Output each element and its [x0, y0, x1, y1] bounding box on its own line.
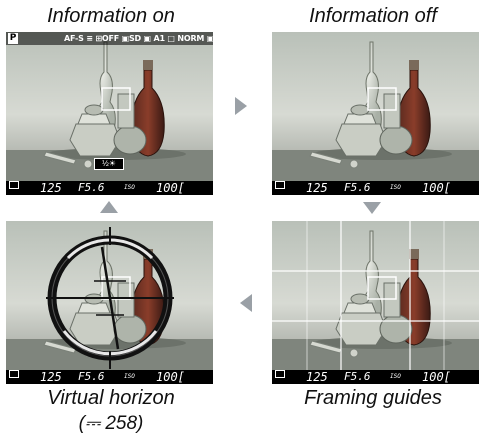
metering-icon	[9, 181, 19, 189]
live-view-image	[272, 221, 479, 371]
caption-information-off: Information off	[309, 5, 437, 27]
shutter-speed: 125	[40, 370, 62, 384]
exposure-count: 100[ 2.0]k	[156, 370, 185, 384]
live-view-image	[6, 221, 213, 371]
shutter-speed: 125	[306, 370, 328, 384]
shutter-speed: 125	[40, 181, 62, 195]
exposure-count: 100[ 2.0]k	[156, 181, 185, 195]
arrow-right-icon	[235, 97, 247, 115]
screen-information-on: P AF-S ≡ ⊞OFF ▣SD ▣ A1 □ NORM ▣ ½☀ 125 F…	[6, 32, 213, 195]
arrow-up-icon	[100, 201, 118, 213]
aperture: F5.6	[344, 181, 371, 194]
arrow-left-icon	[240, 294, 252, 312]
screen-information-off: 125 F5.6 ISO 100[ 2.0]k	[272, 32, 479, 195]
live-view-image	[272, 32, 479, 182]
screen-virtual-horizon: 125 F5.6 ISO 100[ 2.0]k	[6, 221, 213, 384]
status-icons: AF-S ≡ ⊞OFF ▣SD ▣ A1 □ NORM ▣	[64, 34, 213, 43]
info-bar: 125 F5.6 ISO 100[ 2.0]k	[272, 370, 479, 384]
exposure-count: 100[ 2.0]k	[422, 370, 451, 384]
status-bar: P AF-S ≡ ⊞OFF ▣SD ▣ A1 □ NORM ▣	[6, 32, 213, 45]
iso-label: ISO	[390, 373, 401, 380]
caption-information-on: Information on	[47, 5, 175, 27]
info-bar: 125 F5.6 ISO 100[ 2.0]k	[6, 181, 213, 195]
shutter-speed: 125	[306, 181, 328, 195]
framing-grid-overlay	[272, 221, 479, 371]
screen-framing-guides: 125 F5.6 ISO 100[ 2.0]k	[272, 221, 479, 384]
arrow-down-icon	[363, 202, 381, 214]
aperture: F5.6	[78, 370, 105, 383]
caption-virtual-horizon: Virtual horizon	[47, 387, 175, 409]
info-bar: 125 F5.6 ISO 100[ 2.0]k	[6, 370, 213, 384]
aperture: F5.6	[344, 370, 371, 383]
metering-icon	[275, 370, 285, 378]
virtual-horizon-overlay	[46, 227, 174, 369]
metering-icon	[9, 370, 19, 378]
iso-label: ISO	[124, 184, 135, 191]
iso-label: ISO	[124, 373, 135, 380]
page-reference: (⎓ 258)	[78, 413, 144, 434]
shooting-mode-badge: P	[8, 33, 18, 44]
metering-icon	[275, 181, 285, 189]
caption-framing-guides: Framing guides	[304, 387, 442, 409]
exposure-indicator-icons: ½☀	[94, 158, 124, 170]
iso-label: ISO	[390, 184, 401, 191]
info-bar: 125 F5.6 ISO 100[ 2.0]k	[272, 181, 479, 195]
aperture: F5.6	[78, 181, 105, 194]
exposure-count: 100[ 2.0]k	[422, 181, 451, 195]
